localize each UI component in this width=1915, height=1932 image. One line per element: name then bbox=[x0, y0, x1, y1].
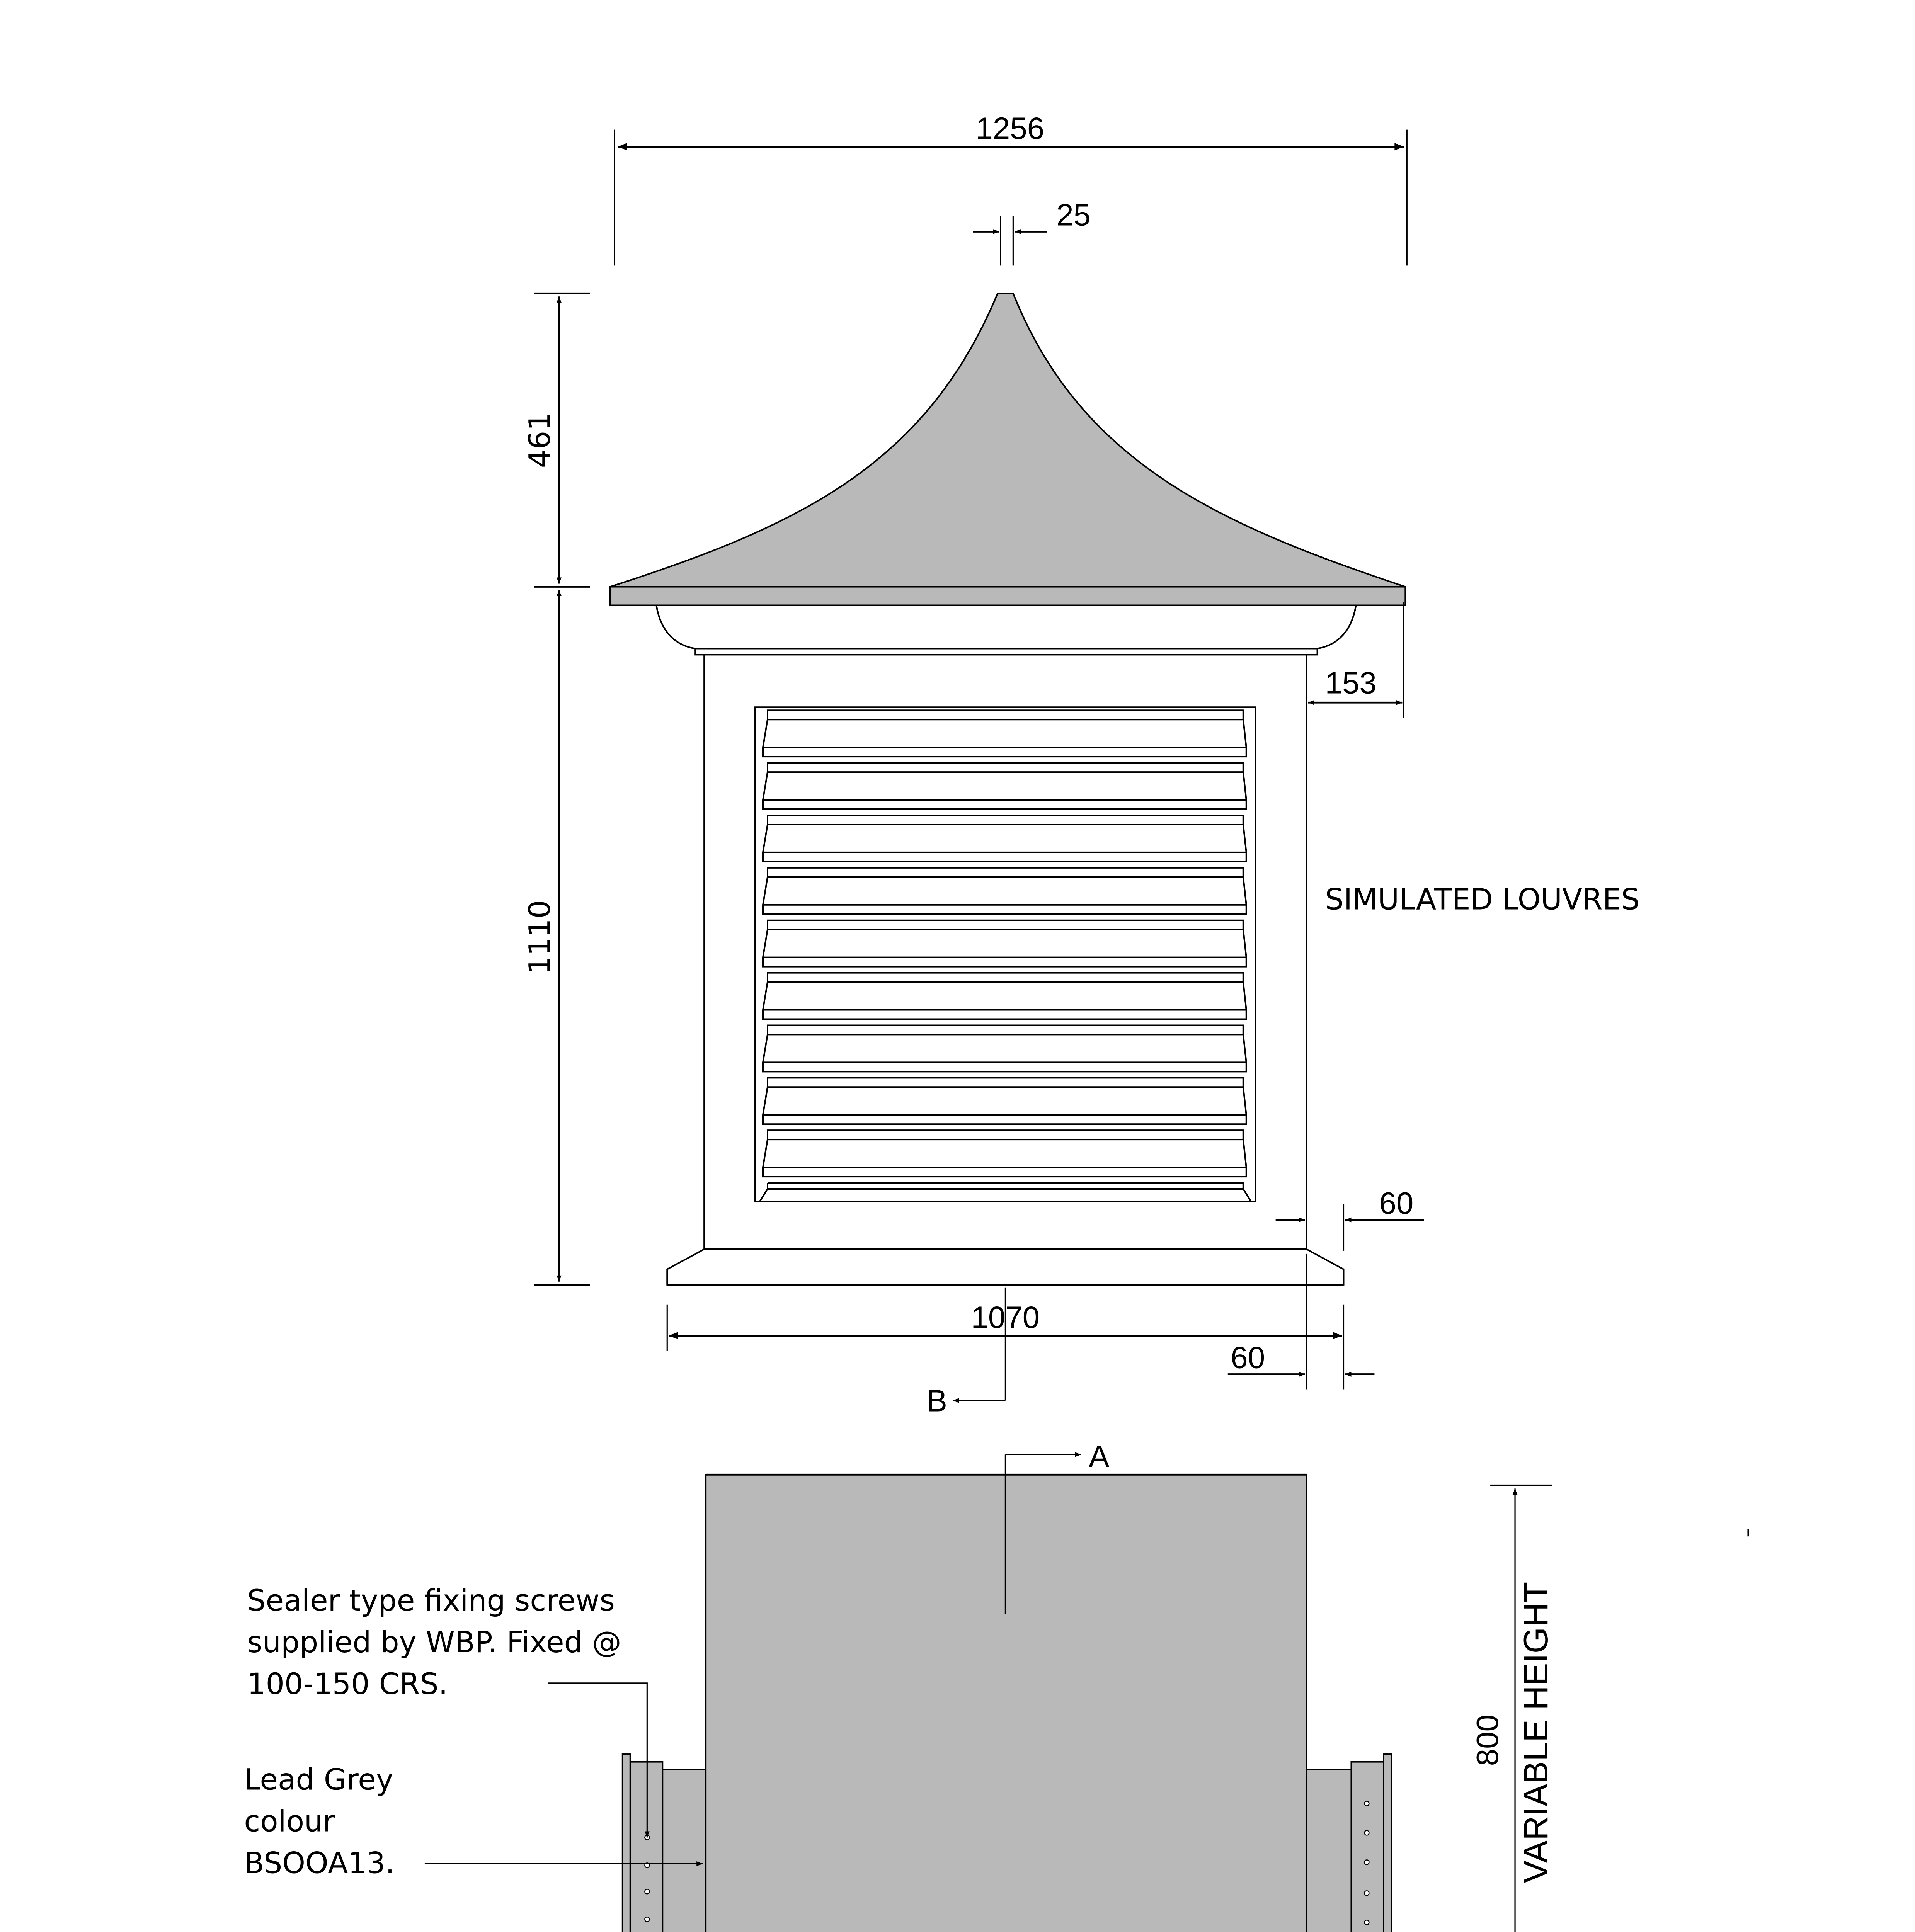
louvre-blade bbox=[762, 972, 1247, 1020]
roof-eaves-band bbox=[609, 586, 1406, 606]
louvre-blade bbox=[762, 1077, 1247, 1125]
louvre-blade bbox=[762, 919, 1247, 968]
section-marker-b: B bbox=[927, 1287, 1006, 1418]
section-marker-a-top: A bbox=[1004, 1439, 1110, 1614]
dimension-variable-height: 800 VARIABLE HEIGHT bbox=[1470, 1484, 1555, 1932]
louvre-blade bbox=[762, 762, 1247, 810]
dimension-roof-height: 461 bbox=[523, 292, 590, 588]
svg-text:100-150 CRS.: 100-150 CRS. bbox=[247, 1667, 448, 1701]
section-a-top-label: A bbox=[1089, 1439, 1110, 1473]
dim-label-variable-height: VARIABLE HEIGHT bbox=[1517, 1582, 1555, 1883]
screw-hole-icon bbox=[644, 1889, 650, 1895]
note-lead-grey-colour: Lead Grey colour BSOOA13. bbox=[244, 1763, 703, 1880]
dimension-overall-width: 1256 bbox=[614, 111, 1408, 266]
dim-label-roof-height: 461 bbox=[523, 412, 557, 468]
screw-hole-icon bbox=[1364, 1859, 1370, 1865]
lead-flashing-left bbox=[629, 1761, 664, 1932]
dimension-base-offset: 60 bbox=[1227, 1340, 1375, 1377]
lead-flashing-right bbox=[1350, 1761, 1385, 1932]
louvre-blade-bottom bbox=[759, 1182, 1252, 1202]
dim-label-body-height: 1110 bbox=[523, 900, 557, 975]
screw-hole-icon bbox=[644, 1917, 650, 1922]
louvre-blade bbox=[762, 1129, 1247, 1178]
screw-hole-icon bbox=[1364, 1801, 1370, 1806]
svg-text:Lead Grey: Lead Grey bbox=[244, 1763, 393, 1797]
lead-flashing-left-lip bbox=[621, 1753, 631, 1932]
svg-text:colour: colour bbox=[244, 1804, 335, 1838]
upstand-main bbox=[705, 1474, 1307, 1932]
dim-label-overall-width: 1256 bbox=[975, 111, 1044, 146]
screw-hole-icon bbox=[1364, 1890, 1370, 1896]
louvre-blade bbox=[762, 867, 1247, 915]
screw-hole-icon bbox=[1364, 1830, 1370, 1836]
svg-text:Sealer type fixing screws: Sealer type fixing screws bbox=[247, 1583, 615, 1617]
dim-label-finial-width: 25 bbox=[1056, 197, 1091, 232]
dim-label-variable-height-value: 800 bbox=[1470, 1714, 1505, 1766]
cornice-fillet bbox=[694, 648, 1318, 656]
section-b-label: B bbox=[927, 1383, 947, 1418]
dim-label-base-inset: 60 bbox=[1379, 1186, 1413, 1220]
screw-hole-icon bbox=[1364, 1920, 1370, 1925]
lead-flashing-right-lip bbox=[1383, 1753, 1392, 1932]
dim-label-overhang: 153 bbox=[1325, 665, 1377, 700]
dimension-body-height: 1110 bbox=[523, 590, 590, 1286]
cupola-elevation: 1256 25 461 1110 bbox=[523, 111, 1640, 1418]
base-plinth bbox=[666, 1248, 1345, 1286]
louvre-frame bbox=[754, 706, 1256, 1202]
louvre-panel bbox=[759, 709, 1252, 1202]
roof bbox=[609, 293, 1406, 588]
screw-holes-right bbox=[1364, 1801, 1370, 1925]
cornice-cove bbox=[655, 605, 1357, 650]
dimension-base-inset: 60 bbox=[1275, 1186, 1424, 1251]
louvre-blade bbox=[762, 709, 1247, 758]
louvre-blade bbox=[762, 1024, 1247, 1073]
note-fixing-screws: Sealer type fixing screws supplied by WB… bbox=[247, 1583, 650, 1838]
svg-text:BSOOA13.: BSOOA13. bbox=[244, 1846, 395, 1880]
dimension-finial-width: 25 bbox=[973, 197, 1091, 266]
louvres-label: SIMULATED LOUVRES bbox=[1325, 883, 1640, 917]
louvre-blade bbox=[762, 814, 1247, 862]
svg-text:supplied by WBP. Fixed @: supplied by WBP. Fixed @ bbox=[247, 1625, 621, 1659]
dim-label-base-offset: 60 bbox=[1231, 1340, 1265, 1375]
dimension-overhang: 153 bbox=[1308, 602, 1404, 718]
base-section: A A 800 VARIABLE HEIGHT 950 150 1212 bbox=[244, 1439, 1749, 1932]
